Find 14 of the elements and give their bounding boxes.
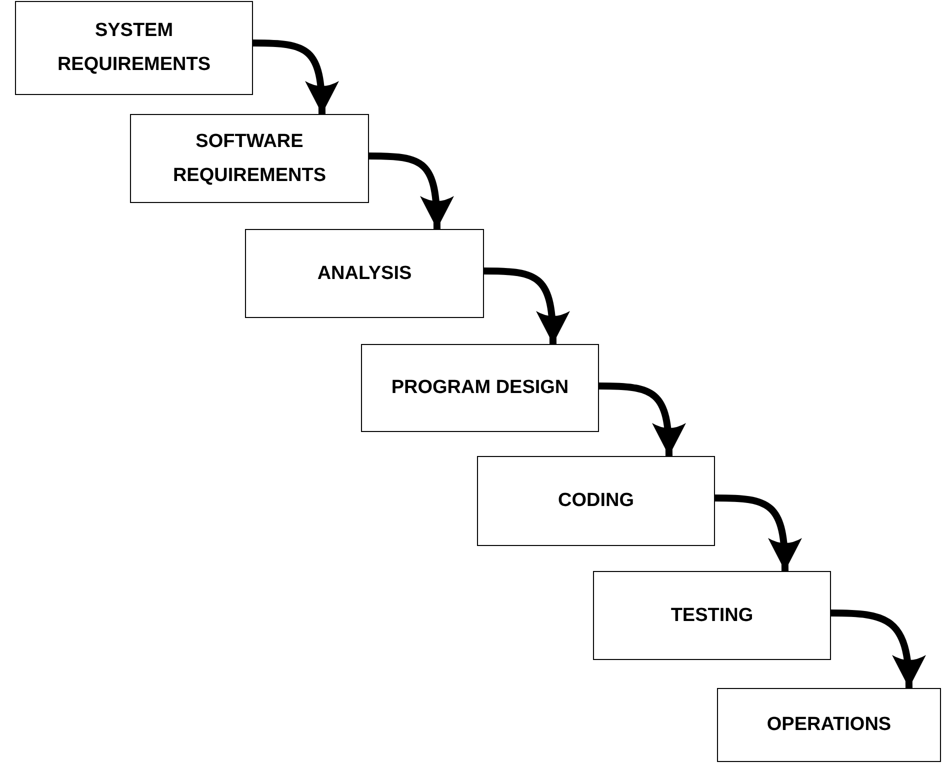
- step-label: SOFTWARE REQUIREMENTS: [172, 130, 328, 188]
- step-label: CODING: [558, 489, 634, 513]
- process-box: [717, 688, 941, 762]
- step-label: OPERATIONS: [766, 713, 892, 737]
- step-label: PROGRAM DESIGN: [391, 376, 569, 400]
- step-label: TESTING: [670, 604, 754, 628]
- step-label: ANALYSIS: [317, 262, 412, 286]
- step-label: SYSTEM REQUIREMENTS: [56, 19, 212, 77]
- process-box: [593, 571, 831, 660]
- process-box: [477, 456, 715, 546]
- process-box: [130, 114, 369, 203]
- process-box: [245, 229, 484, 318]
- process-box: [361, 344, 599, 432]
- process-box: [15, 1, 253, 95]
